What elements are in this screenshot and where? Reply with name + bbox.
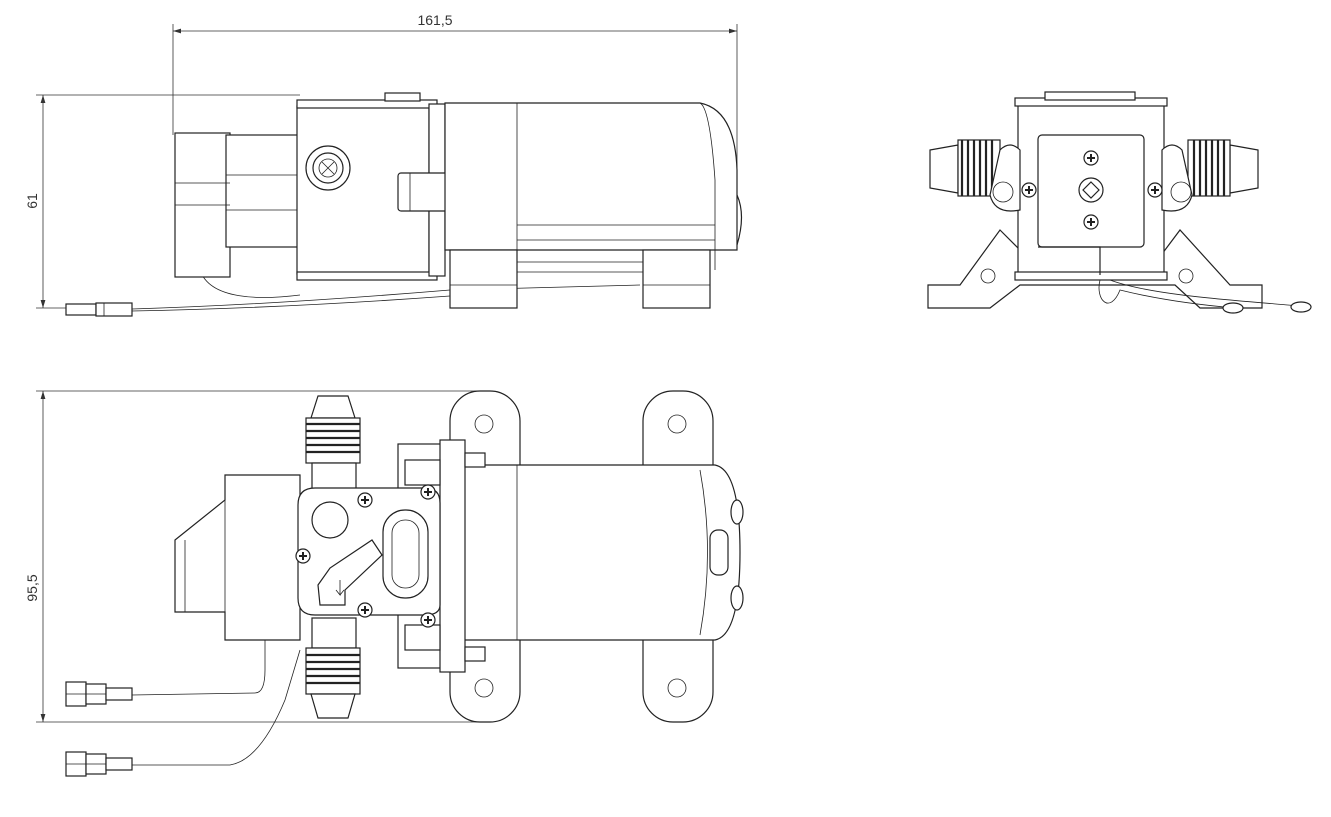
port-fitting xyxy=(305,145,351,191)
dimension-width: 95,5 xyxy=(24,390,480,723)
wire-connector xyxy=(65,751,133,777)
mounting-feet xyxy=(449,249,711,309)
wire xyxy=(131,284,641,310)
wire xyxy=(131,295,451,312)
inlet-fitting xyxy=(929,139,1001,197)
side-view xyxy=(65,92,743,317)
center-screw xyxy=(1078,177,1104,203)
pump-head-top xyxy=(174,474,301,641)
end-view xyxy=(927,91,1312,314)
outlet-fitting-top xyxy=(305,617,361,719)
wire xyxy=(199,269,301,298)
valve-cover xyxy=(295,484,441,628)
motor xyxy=(444,102,743,270)
pump-head xyxy=(174,132,326,278)
wire-connector xyxy=(65,302,133,317)
pump-body-end xyxy=(989,91,1193,281)
wire-connectors-end xyxy=(1098,279,1312,314)
wires xyxy=(131,631,301,766)
motor-top xyxy=(444,464,744,641)
outlet-fitting xyxy=(1187,139,1259,197)
base-plate xyxy=(927,229,1263,309)
dimension-label-height: 61 xyxy=(24,193,40,209)
dimension-label-length: 161,5 xyxy=(417,12,452,28)
wire-connector xyxy=(65,681,133,707)
inlet-fitting-top xyxy=(305,395,361,494)
top-view xyxy=(65,390,744,777)
dimension-label-width: 95,5 xyxy=(24,574,40,601)
